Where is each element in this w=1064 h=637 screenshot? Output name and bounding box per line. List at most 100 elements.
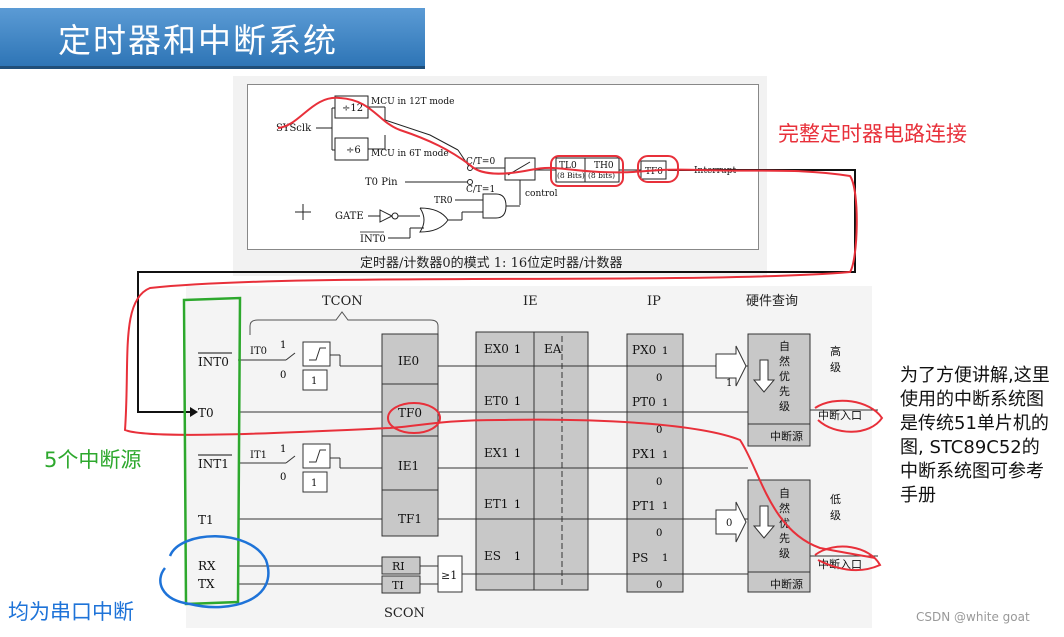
low-priority-arrow-icon bbox=[752, 505, 776, 539]
blue-annotation: 均为串口中断 bbox=[8, 600, 134, 624]
high-natural-priority: 自然优先级 bbox=[779, 340, 790, 413]
tr0-label: TR0 bbox=[434, 196, 453, 206]
low-arrow-zero: 0 bbox=[726, 518, 732, 529]
ie-one-mark-0: 1 bbox=[514, 343, 521, 356]
ip-zero-mark-0: 0 bbox=[656, 373, 662, 384]
low-int-entry: 中断入口 bbox=[818, 557, 862, 571]
ie-one-mark-4: 1 bbox=[514, 550, 521, 563]
green-annotation: 5个中断源 bbox=[44, 448, 142, 472]
side-note: 为了方便讲解,这里使用的中断系统图是传统51单片机的图, STC89C52的中断… bbox=[900, 365, 1050, 506]
five-sources-highlight bbox=[182, 296, 242, 606]
serial-highlight bbox=[159, 535, 270, 609]
low-entry-highlight bbox=[814, 545, 882, 571]
high-priority-arrow-icon bbox=[752, 359, 776, 393]
flag-tf1: TF1 bbox=[398, 512, 422, 526]
sysclk-label: SYSclk bbox=[276, 123, 312, 134]
flag-ie0: IE0 bbox=[398, 354, 419, 368]
ip-px0: PX0 bbox=[632, 343, 656, 357]
or-gate-label: ≥1 bbox=[441, 569, 457, 582]
ie-ex0: EX0 bbox=[484, 342, 509, 356]
tl0-th0-highlight bbox=[550, 155, 624, 187]
ip-zero-mark-3: 0 bbox=[656, 528, 662, 539]
ip-ps: PS bbox=[632, 551, 648, 565]
th0-label: TH0 bbox=[594, 161, 614, 171]
ct1-label: C/T=1 bbox=[466, 185, 495, 195]
tf0-flag-highlight bbox=[387, 402, 441, 434]
timer-link-wire bbox=[137, 169, 856, 413]
div6-label: ÷6 bbox=[346, 145, 361, 156]
switch-mark-3: 0 bbox=[280, 472, 286, 483]
ie-et0: ET0 bbox=[484, 394, 508, 408]
ct0-label: C/T=0 bbox=[466, 157, 495, 167]
ip-one-mark-1: 1 bbox=[662, 398, 668, 409]
csdn-watermark: CSDN @white goat bbox=[916, 610, 1030, 624]
ie-et1: ET1 bbox=[484, 497, 508, 511]
interrupt-headers: TCON IE IP 硬件查询 SCON bbox=[322, 294, 798, 621]
vertical-labels: 高级 低级 自然优先级 自然优先级 bbox=[779, 340, 841, 560]
ip-zero-mark-2: 0 bbox=[656, 477, 662, 488]
ip-pt0: PT0 bbox=[632, 395, 656, 409]
slide-title: 定时器和中断系统 bbox=[58, 21, 338, 60]
ie-one-mark-3: 1 bbox=[514, 498, 521, 511]
tf0-highlight bbox=[637, 155, 679, 183]
switch-mark-0: 1 bbox=[280, 340, 286, 351]
source-int1: INT1 bbox=[198, 457, 229, 471]
ie-one-mark-1: 1 bbox=[514, 395, 521, 408]
div12-label: ÷12 bbox=[342, 103, 363, 114]
ie-es: ES bbox=[484, 549, 501, 563]
scon-header: SCON bbox=[384, 606, 425, 621]
ip-pt1: PT1 bbox=[632, 499, 656, 513]
ip-zero-mark-4: 0 bbox=[656, 580, 662, 591]
tl0-label: TL0 bbox=[559, 161, 577, 171]
ip-zero-mark-1: 0 bbox=[656, 425, 662, 436]
flag-ti: TI bbox=[392, 579, 404, 592]
flag-ri: RI bbox=[392, 560, 405, 573]
int0-one-box: 1 bbox=[311, 376, 317, 387]
int1-one-box: 1 bbox=[311, 478, 317, 489]
it1-label: IT1 bbox=[250, 450, 267, 461]
gate-label: GATE bbox=[335, 211, 364, 222]
ip-one-mark-4: 1 bbox=[662, 553, 668, 564]
high-int-entry: 中断入口 bbox=[818, 408, 862, 422]
it0-label: IT0 bbox=[250, 346, 267, 357]
high-entry-highlight bbox=[814, 399, 884, 433]
source-t1: T1 bbox=[198, 513, 214, 527]
low-int-source: 中断源 bbox=[770, 577, 803, 591]
high-int-source: 中断源 bbox=[770, 429, 803, 443]
ip-one-mark-3: 1 bbox=[662, 501, 668, 512]
signal-path-annotation bbox=[123, 96, 876, 559]
ie-ea: EA bbox=[544, 342, 562, 356]
flag-tf0: TF0 bbox=[398, 406, 422, 420]
source-rx: RX bbox=[198, 559, 216, 573]
flag-blocks bbox=[381, 331, 811, 594]
source-lines bbox=[238, 341, 476, 593]
flow-lines bbox=[438, 336, 878, 588]
switch-mark-2: 1 bbox=[280, 444, 286, 455]
ie-header: IE bbox=[523, 294, 538, 309]
interrupt-labels: INT0 T0 INT1 T1 RX TX IT0 IT1 1 1 IE0 TF… bbox=[198, 342, 862, 592]
tcon-brace bbox=[249, 311, 439, 335]
flag-ie1: IE1 bbox=[398, 459, 419, 473]
high-label: 高级 bbox=[830, 344, 841, 374]
ie-ex1: EX1 bbox=[484, 446, 509, 460]
low-label: 低级 bbox=[830, 493, 841, 522]
control-label: control bbox=[525, 189, 558, 199]
high-arrow-one: 1 bbox=[726, 378, 732, 389]
mode6-label: MCU in 6T mode bbox=[371, 149, 449, 159]
timer-labels: SYSclk ÷12 ÷6 MCU in 12T mode MCU in 6T … bbox=[276, 97, 736, 245]
ie-one-mark-2: 1 bbox=[514, 447, 521, 460]
th0-bits-label: (8 bits) bbox=[588, 171, 615, 180]
t0pin-label: T0 Pin bbox=[365, 177, 398, 188]
source-t0: T0 bbox=[198, 406, 214, 420]
t0-arrow-icon bbox=[190, 407, 198, 417]
red-annotation: 完整定时器电路连接 bbox=[778, 122, 967, 146]
tl0-bits-label: (8 Bits) bbox=[557, 171, 585, 180]
ip-header: IP bbox=[647, 294, 661, 309]
slide-title-bar: 定时器和中断系统 bbox=[0, 8, 425, 69]
tcon-header: TCON bbox=[322, 294, 363, 309]
ip-px1: PX1 bbox=[632, 447, 656, 461]
timer-diagram-caption: 定时器/计数器0的模式 1: 16位定时器/计数器 bbox=[360, 256, 623, 271]
source-tx: TX bbox=[198, 577, 215, 591]
tf0-top-label: TF0 bbox=[645, 167, 663, 177]
